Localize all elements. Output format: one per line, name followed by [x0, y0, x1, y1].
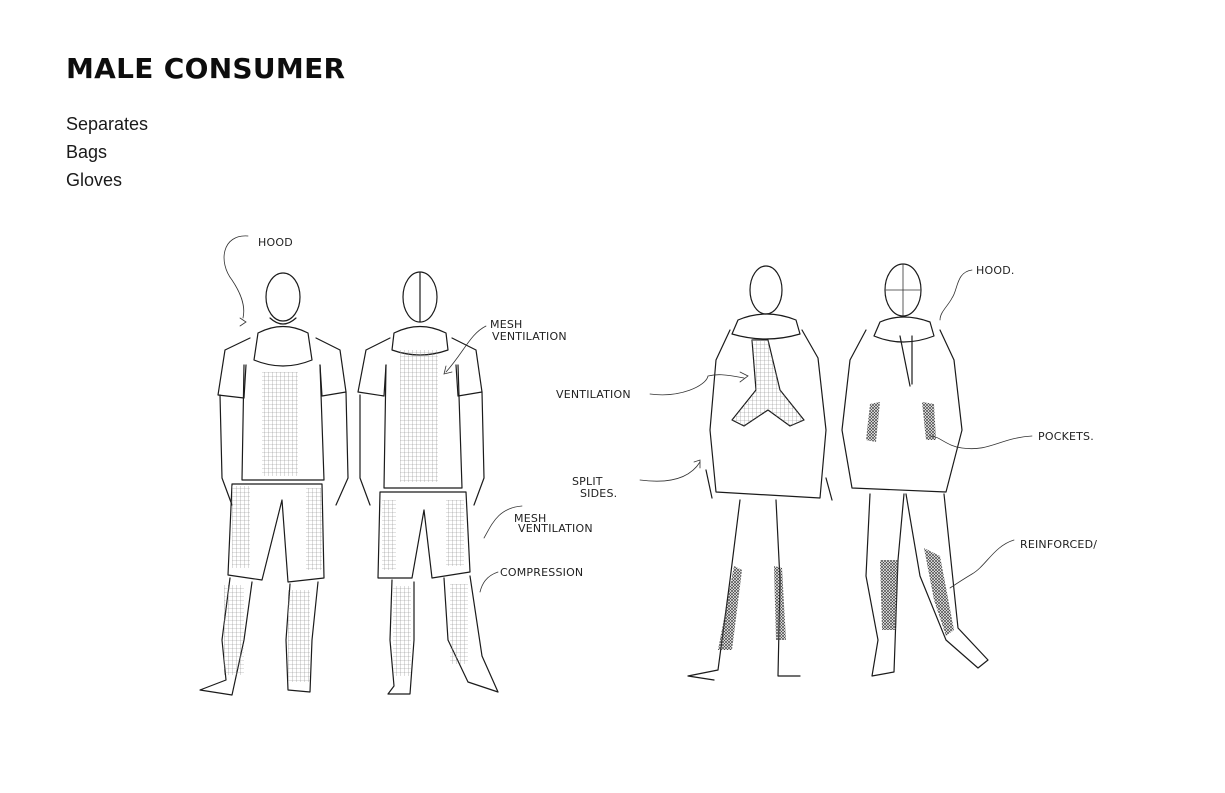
category-item-bags: Bags: [66, 142, 108, 162]
annotation-mesh-ventilation-shorts-line1: MESH: [514, 512, 547, 525]
annotation-hood-right: HOOD.: [976, 264, 1015, 277]
figure-back: VENTILATION SPLIT SIDES.: [556, 265, 833, 681]
category-item-gloves: Gloves: [66, 170, 123, 190]
annotation-reinforced: REINFORCED/: [1020, 538, 1097, 551]
annotation-mesh-ventilation-shorts-line2: VENTILATION: [518, 522, 593, 535]
figure-front-1: HOOD: [199, 235, 349, 696]
page-title: MALE CONSUMER: [66, 52, 346, 85]
annotation-split-sides-line1: SPLIT: [572, 475, 603, 488]
category-list: Separates Bags Gloves: [66, 110, 148, 194]
annotation-ventilation: VENTILATION: [556, 388, 631, 401]
annotation-split-sides-line2: SIDES.: [580, 487, 617, 500]
annotation-pockets: POCKETS.: [1038, 430, 1094, 443]
annotation-mesh-ventilation-top-line1: MESH: [490, 318, 523, 331]
figure-front-2: MESH VENTILATION MESH VENTILATION COMPRE…: [357, 271, 593, 695]
annotation-compression: COMPRESSION: [500, 566, 583, 579]
annotation-mesh-ventilation-top-line2: VENTILATION: [492, 330, 567, 343]
figure-front-vest: HOOD. POCKETS. REINFORCED/: [841, 263, 1097, 677]
annotation-hood-left: HOOD: [258, 236, 293, 249]
category-item-separates: Separates: [66, 114, 149, 134]
